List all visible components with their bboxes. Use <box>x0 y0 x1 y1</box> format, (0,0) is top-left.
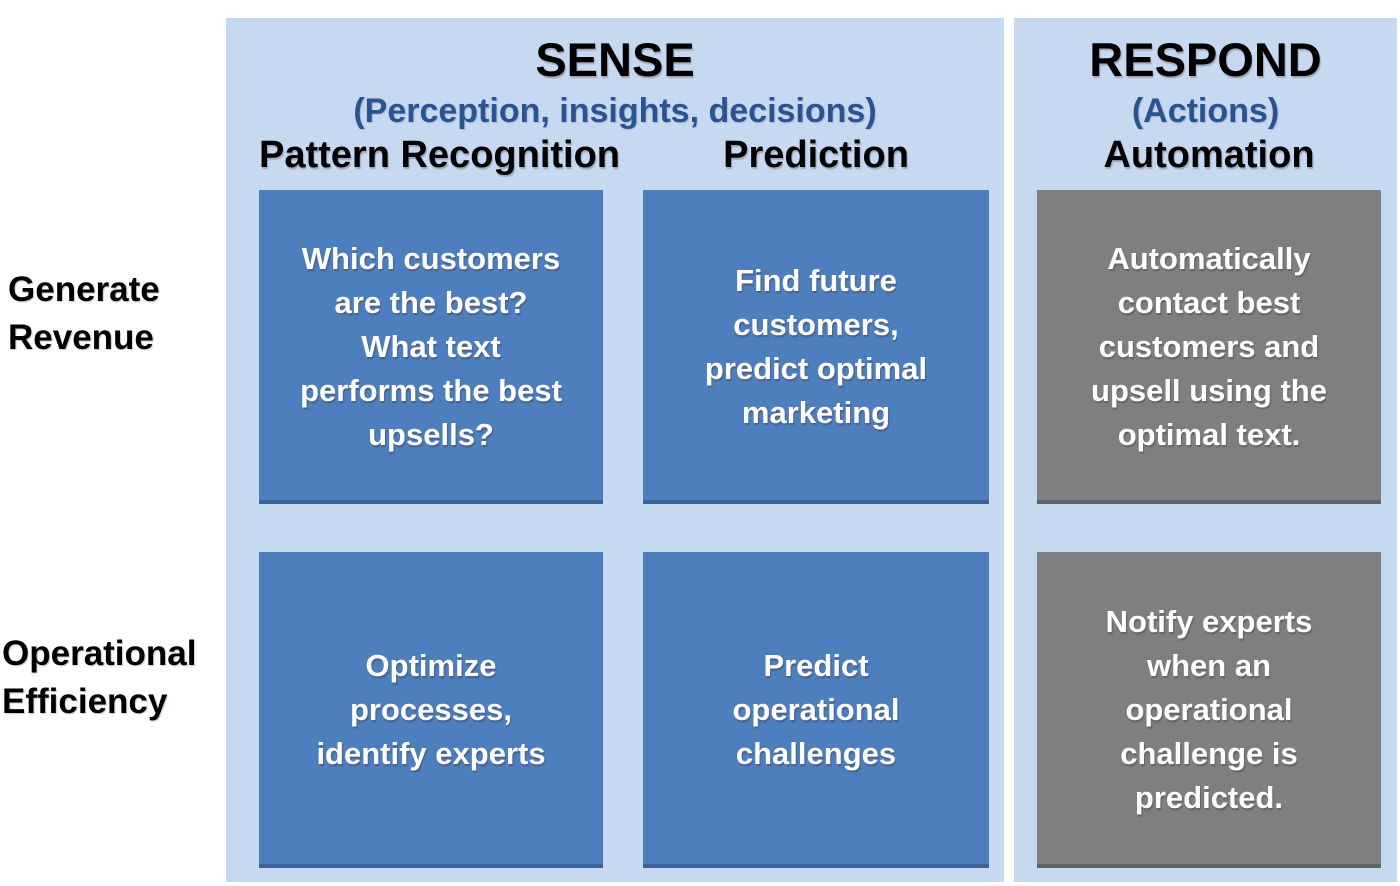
sense-title: SENSE <box>535 33 695 86</box>
cell-generate-revenue-pattern-recognition: Which customers are the best? What text … <box>259 190 603 504</box>
cell-operational-efficiency-automation: Notify experts when an operational chall… <box>1037 552 1381 868</box>
respond-subtitle: (Actions) <box>1131 92 1280 130</box>
cell-operational-efficiency-prediction: Predict operational challenges <box>643 552 989 868</box>
cell-generate-revenue-automation: Automatically contact best customers and… <box>1037 190 1381 504</box>
sense-subtitle: (Perception, insights, decisions) <box>353 92 877 130</box>
cell-generate-revenue-prediction: Find future customers, predict optimal m… <box>643 190 989 504</box>
row-label-operational-efficiency: Operational Efficiency <box>2 634 197 721</box>
column-header-automation: Automation <box>1103 134 1315 176</box>
column-header-pattern-recognition: Pattern Recognition <box>259 134 621 176</box>
respond-title: RESPOND <box>1089 33 1322 86</box>
column-header-prediction: Prediction <box>723 134 909 176</box>
row-label-generate-revenue: Generate Revenue <box>8 270 160 357</box>
cell-operational-efficiency-pattern-recognition: Optimize processes, identify experts <box>259 552 603 868</box>
